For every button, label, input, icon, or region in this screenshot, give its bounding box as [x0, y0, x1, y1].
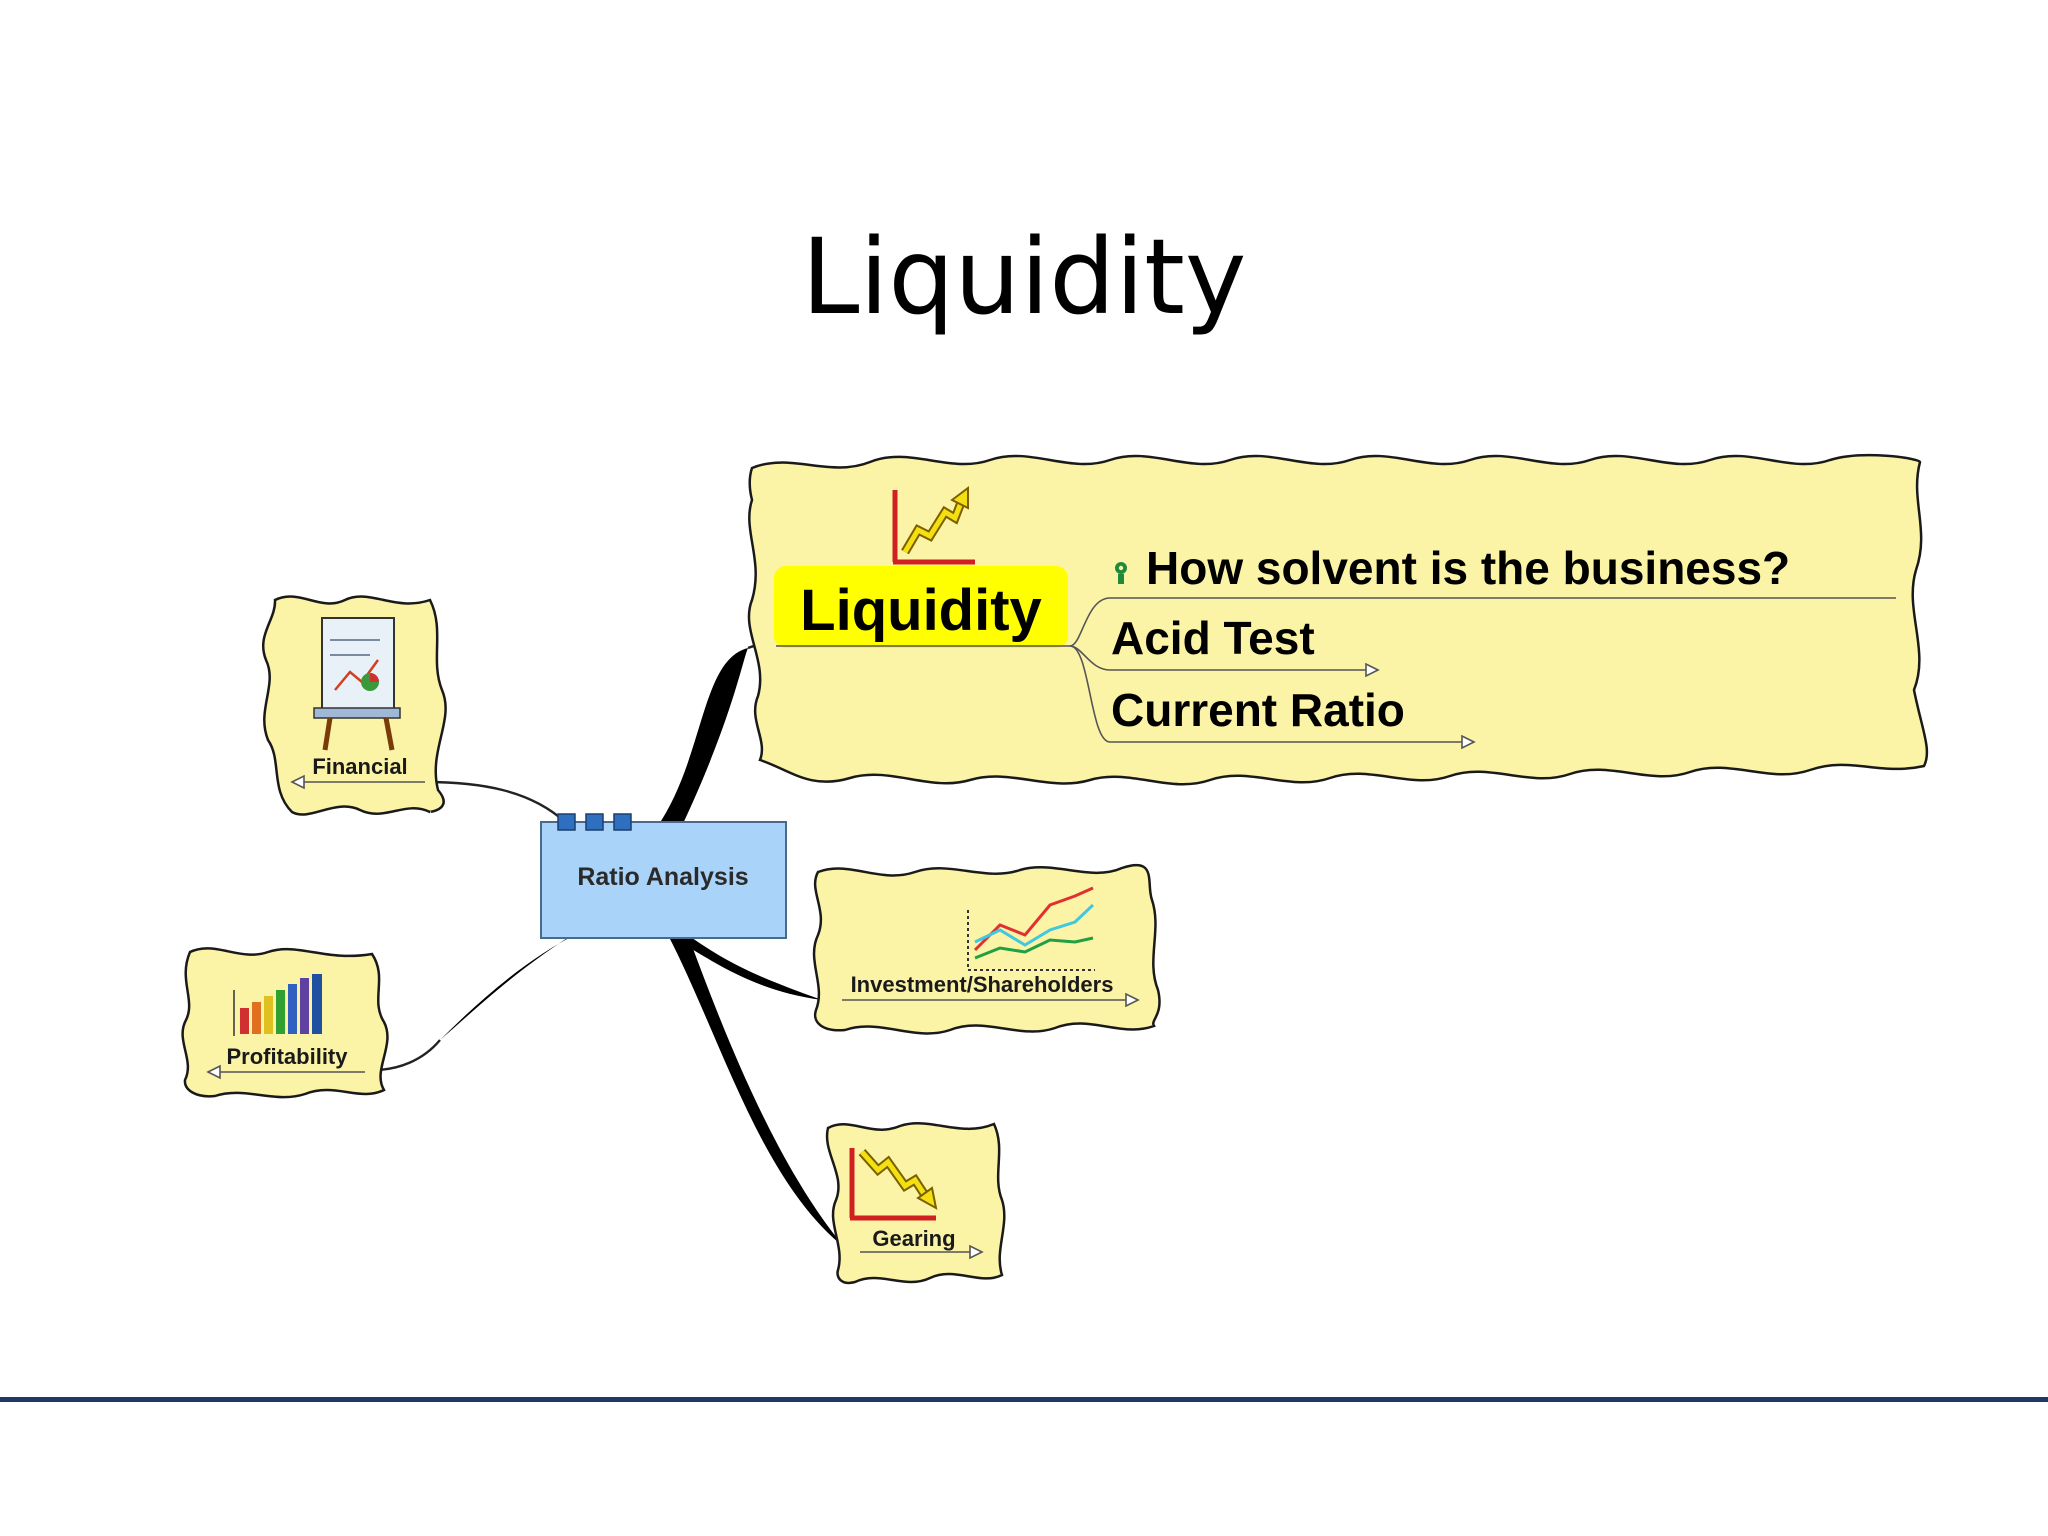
- expand-arrow-icon: [969, 1244, 984, 1260]
- slide-title: Liquidity: [801, 216, 1247, 338]
- liquidity-highlight: [774, 566, 1068, 648]
- node-profitability[interactable]: Profitability: [181, 947, 389, 1099]
- node-liquidity[interactable]: Liquidity How solvent is the business? A…: [747, 453, 1929, 786]
- branch-profitability: [440, 932, 580, 1040]
- rising-trend-icon: [892, 486, 975, 565]
- liquidity-acid-test: Acid Test: [1111, 612, 1315, 664]
- root-node[interactable]: Ratio Analysis: [540, 813, 787, 939]
- branch-liquidity: [655, 648, 748, 830]
- expand-arrow-icon: [1125, 992, 1140, 1008]
- node-investment[interactable]: Investment/Shareholders: [812, 863, 1161, 1035]
- footer-rule: [0, 1397, 2048, 1402]
- link-financial: [424, 780, 566, 823]
- bar-chart-icon: [233, 974, 322, 1036]
- node-gearing-label: Gearing: [872, 1226, 955, 1251]
- falling-trend-icon: [849, 1148, 938, 1221]
- node-profitability-label: Profitability: [226, 1044, 348, 1069]
- liquidity-current-ratio: Current Ratio: [1111, 684, 1405, 736]
- expand-arrow-icon: [1461, 734, 1476, 750]
- tab-marker: [613, 813, 632, 831]
- node-financial-label: Financial: [312, 754, 407, 779]
- root-node-label: Ratio Analysis: [577, 863, 748, 891]
- tab-marker: [585, 813, 604, 831]
- branch-gearing: [668, 935, 845, 1248]
- node-gearing[interactable]: Gearing: [825, 1122, 1006, 1285]
- question-mark-icon: [1115, 562, 1127, 584]
- node-investment-label: Investment/Shareholders: [851, 972, 1114, 997]
- expand-arrow-icon: [1365, 662, 1380, 678]
- tab-marker: [557, 813, 576, 831]
- flipchart-icon: [313, 617, 401, 751]
- liquidity-question: How solvent is the business?: [1146, 542, 1790, 594]
- node-liquidity-label: Liquidity: [800, 578, 1042, 643]
- collapse-arrow-icon: [206, 1064, 221, 1080]
- collapse-arrow-icon: [290, 774, 305, 790]
- line-graph-icon: [967, 886, 1095, 971]
- node-financial[interactable]: Financial: [261, 595, 447, 816]
